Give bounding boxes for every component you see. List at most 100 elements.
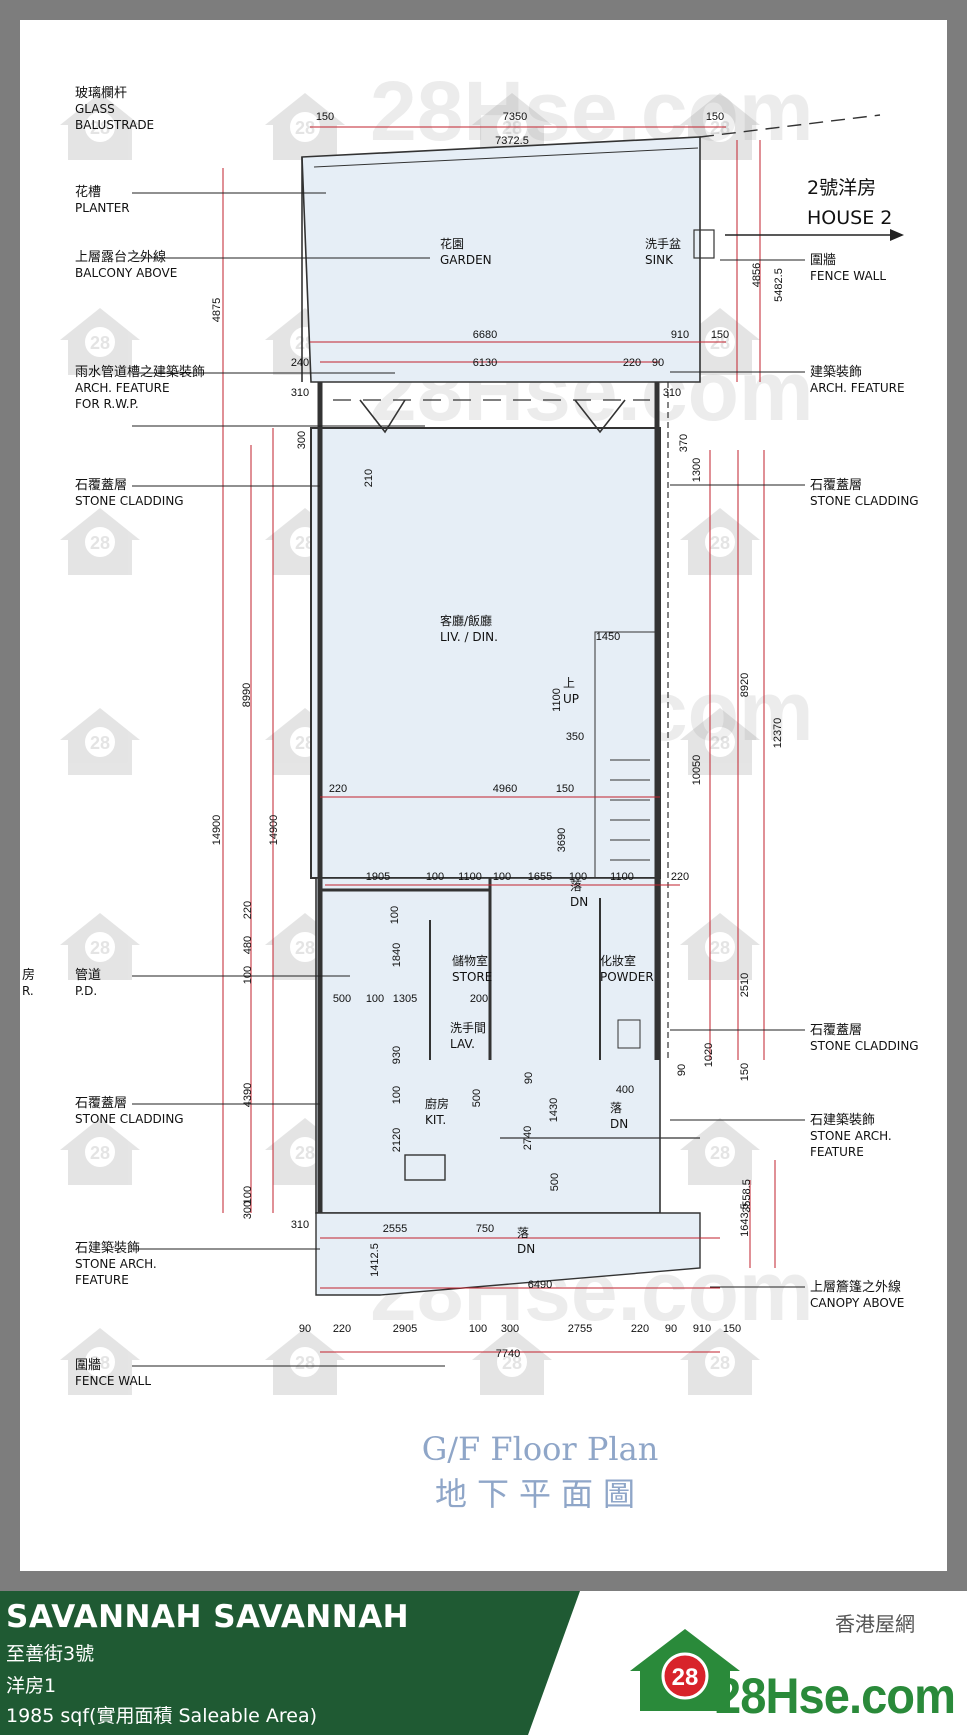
dimension-value: 930	[391, 1046, 403, 1064]
watermark-badge: 28	[60, 708, 140, 775]
watermark-badge: 28	[680, 508, 760, 575]
watermark-badge: 28	[60, 913, 140, 980]
left-label-zh: 雨水管道槽之建築裝飾	[75, 365, 205, 380]
dimension-value: 1305	[393, 993, 417, 1005]
dimension-value: 1100	[458, 871, 482, 883]
right-label-zh: 石建築裝飾	[810, 1113, 875, 1128]
watermark-badge: 28	[265, 93, 345, 160]
right-label-en: FENCE WALL	[810, 269, 886, 283]
dimension-value: 7372.5	[495, 135, 529, 147]
left-label-zh: 玻璃欄杆	[75, 85, 127, 101]
dimension-value: 100	[242, 1186, 254, 1204]
dimension-value: 100	[469, 1323, 487, 1335]
right-label-zh: 圍牆	[810, 253, 836, 268]
watermark-badge: 28	[680, 913, 760, 980]
logo-badge-text: 28	[672, 1664, 699, 1691]
room-label-zh: 洗手間	[450, 1021, 486, 1035]
right-label-zh: 建築裝飾	[810, 365, 862, 380]
left-edge-label-zh: 房	[22, 967, 35, 983]
plan-title-zh: 地下平面圖	[435, 1475, 645, 1513]
dimension-value: 1100	[551, 688, 563, 712]
dimension-value: 90	[665, 1323, 677, 1335]
svg-text:28: 28	[710, 533, 730, 553]
leader-lines	[132, 192, 805, 1367]
left-label-en: GLASS	[75, 102, 115, 116]
svg-text:28: 28	[295, 118, 315, 138]
dimension-value: 5482.5	[773, 268, 785, 302]
room-label-en: UP	[563, 692, 579, 706]
room-label-en: POWDER	[600, 970, 654, 984]
room-label-zh: 落	[517, 1226, 529, 1240]
right-label-en: CANOPY ABOVE	[810, 1296, 904, 1310]
dimension-value: 4875	[211, 298, 223, 322]
left-label-en: ARCH. FEATURE	[75, 381, 170, 395]
left-label-en: STONE CLADDING	[75, 494, 184, 508]
room-label-zh: 落	[610, 1101, 622, 1115]
footer-band	[0, 1591, 580, 1735]
dimension-value: 200	[470, 993, 488, 1005]
room-label-en: SINK	[645, 253, 674, 267]
room-label-en: LAV.	[450, 1037, 475, 1051]
watermark-badge: 28	[680, 1118, 760, 1185]
watermark-badge: 28	[60, 93, 140, 160]
site-logo: 香港屋網 28 28Hse.com	[630, 1612, 956, 1724]
dimension-value: 4960	[493, 783, 517, 795]
left-label-zh: 石覆蓋層	[75, 1096, 127, 1111]
svg-text:28: 28	[710, 333, 730, 353]
dimension-value: 150	[706, 111, 724, 123]
left-label-en: FOR R.W.P.	[75, 397, 139, 411]
dimension-value: 100	[493, 871, 511, 883]
dimension-value: 220	[623, 357, 641, 369]
dimension-value: 3690	[556, 828, 568, 852]
dimension-value: 2755	[568, 1323, 592, 1335]
dimension-value: 150	[711, 329, 729, 341]
logo-badge-icon	[661, 1652, 709, 1700]
room-label-zh: 儲物室	[452, 953, 488, 968]
room-label-en: STORE	[452, 970, 492, 984]
dimension-value: 6490	[528, 1279, 552, 1291]
floor-plan-sheet: 28Hse.com28Hse.com28Hse.com28Hse.com2828…	[20, 20, 947, 1571]
dimension-value: 14900	[211, 815, 223, 846]
room-label-en: LIV. / DIN.	[440, 630, 498, 644]
dimension-value: 7350	[503, 111, 527, 123]
left-label-zh: 管道	[75, 968, 101, 983]
dimension-value: 1643.5	[739, 1203, 751, 1237]
dimension-value: 240	[291, 357, 309, 369]
svg-text:28: 28	[710, 1143, 730, 1163]
left-label-en: BALUSTRADE	[75, 118, 154, 132]
property-name: SAVANNAH SAVANNAH	[6, 1599, 410, 1635]
right-label-en: STONE CLADDING	[810, 494, 919, 508]
floor-plan-drawing: 28Hse.com28Hse.com28Hse.com28Hse.com2828…	[22, 64, 919, 1513]
dimension-value: 350	[566, 731, 584, 743]
room-label-zh: 花園	[440, 236, 464, 251]
dimension-value: 370	[678, 434, 690, 452]
dimension-value: 220	[333, 1323, 351, 1335]
dimension-value: 300	[242, 1201, 254, 1219]
left-label-zh: 石覆蓋層	[75, 478, 127, 493]
logo-en: 28Hse.com	[715, 1668, 955, 1724]
house-2-zh: 2號洋房	[807, 177, 876, 199]
right-label-zh: 石覆蓋層	[810, 1023, 862, 1038]
room-label-en: KIT.	[425, 1113, 446, 1127]
left-edge-label-en: R.	[22, 984, 34, 998]
room-label-zh: 客廳/飯廳	[440, 613, 492, 628]
left-label-zh: 上層露台之外線	[75, 249, 166, 265]
left-label-en: FENCE WALL	[75, 1374, 151, 1388]
left-label-en: P.D.	[75, 984, 97, 998]
room-label-zh: 上	[563, 676, 575, 690]
dimension-value: 6680	[473, 329, 497, 341]
dimension-value: 2740	[522, 1126, 534, 1150]
room-label-zh: 落	[570, 879, 582, 893]
dimension-value: 90	[676, 1064, 688, 1076]
dimension-value: 4856	[751, 263, 763, 287]
dimension-value: 150	[723, 1323, 741, 1335]
right-label-en: STONE ARCH.	[810, 1129, 892, 1143]
dimension-value: 1300	[691, 458, 703, 482]
dimension-value: 90	[523, 1072, 535, 1084]
right-label-en: FEATURE	[810, 1145, 864, 1159]
dimension-value: 12370	[772, 718, 784, 749]
dimension-value: 100	[426, 871, 444, 883]
svg-text:28: 28	[295, 1143, 315, 1163]
watermark-badge: 28	[60, 1118, 140, 1185]
right-label-zh: 石覆蓋層	[810, 478, 862, 493]
